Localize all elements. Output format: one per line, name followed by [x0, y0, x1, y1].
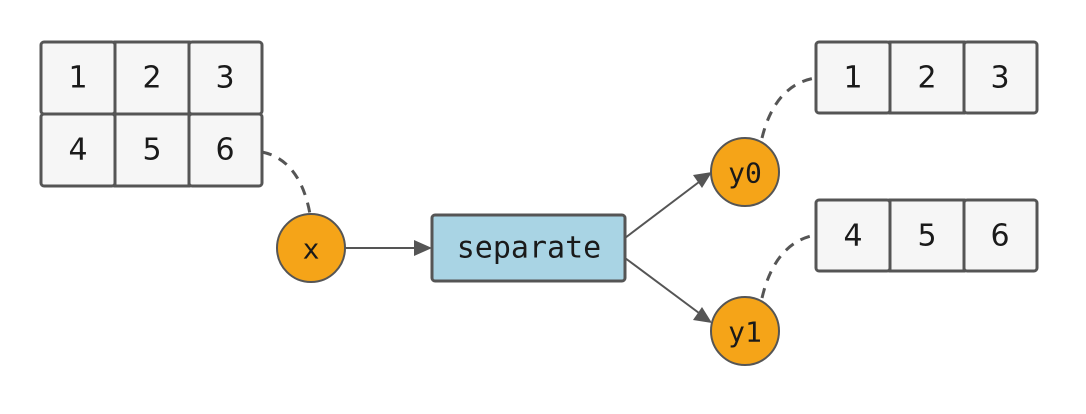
arrow-line — [624, 181, 700, 239]
y0-to-output-link — [760, 76, 816, 139]
function-box — [430, 213, 627, 283]
y1-to-output-link — [760, 233, 816, 299]
input-cell — [113, 40, 191, 116]
output-cell-value: 6 — [990, 219, 1009, 254]
arrow-separate-to-y0 — [624, 172, 712, 239]
input-cell-value: 1 — [68, 61, 87, 96]
input-cell-value: 5 — [142, 133, 161, 168]
arrow-separate-to-y1 — [624, 257, 712, 323]
output-cell-value: 5 — [917, 219, 936, 254]
output-cell-value: 3 — [990, 61, 1009, 96]
node-y0: y0 — [710, 137, 780, 207]
output-y1-row: 4 5 6 — [814, 198, 1039, 273]
output-cell-value: 4 — [843, 219, 862, 254]
node-x-label: x — [303, 233, 320, 266]
node-y1-circle — [710, 296, 780, 366]
arrow-head — [693, 307, 712, 323]
input-matrix: 1 2 3 4 5 6 — [39, 40, 264, 188]
output-y0-row: 1 2 3 — [814, 40, 1039, 115]
input-cell-value: 4 — [68, 133, 87, 168]
output-cell-value: 1 — [843, 61, 862, 96]
function-separate: separate — [430, 213, 627, 283]
output-cell — [888, 198, 966, 273]
node-y1: y1 — [710, 296, 780, 366]
node-y1-label: y1 — [728, 316, 762, 349]
input-cell — [113, 112, 191, 188]
output-cell-value: 2 — [917, 61, 936, 96]
node-y0-circle — [710, 137, 780, 207]
node-x: x — [276, 213, 346, 283]
arrow-head — [693, 172, 712, 188]
function-label: separate — [457, 231, 602, 266]
input-cell-value: 2 — [142, 61, 161, 96]
input-cell-value: 6 — [215, 133, 234, 168]
input-to-x-link — [261, 150, 312, 215]
output-cell — [962, 40, 1039, 115]
arrow-head — [414, 240, 432, 256]
input-cell-value: 3 — [215, 61, 234, 96]
output-cell — [962, 198, 1039, 273]
arrow-line — [624, 257, 700, 314]
input-cell — [187, 112, 264, 188]
arrow-x-to-separate — [345, 240, 432, 256]
node-y0-label: y0 — [728, 157, 762, 190]
